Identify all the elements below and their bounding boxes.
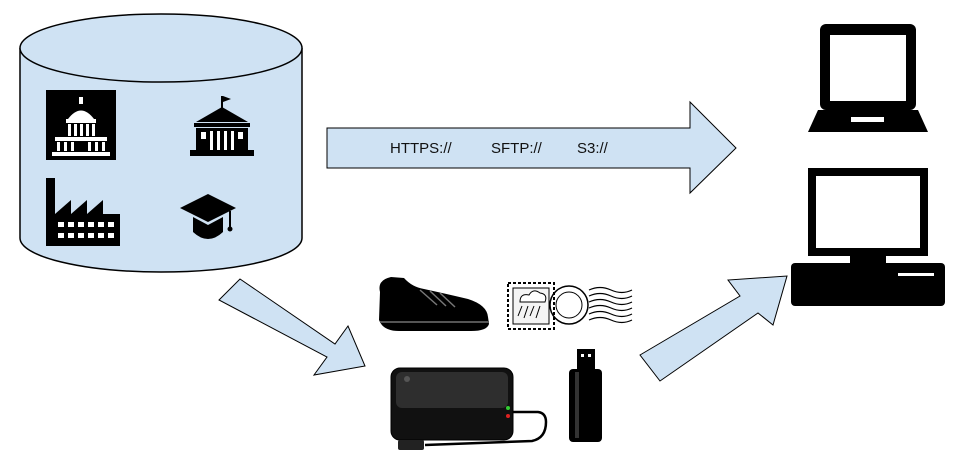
postage-stamp-icon [507,282,633,330]
museum-building-icon [190,96,254,156]
protocol-label-sftp: SFTP:// [491,140,543,157]
usb-flash-drive-icon [569,349,602,442]
graduation-cap-icon [180,194,236,239]
delivery-arrow-in [639,275,788,382]
capitol-building-icon [46,90,116,160]
network-transfer-arrow: HTTPS:// SFTP:// S3:// [326,100,737,195]
external-hard-drive-icon [390,367,548,450]
shipping-arrow-out [218,278,366,376]
laptop-icon [808,24,928,132]
shoe-icon [379,277,489,331]
desktop-computer-icon [791,168,945,306]
factory-icon [46,178,120,246]
protocol-label-s3: S3:// [577,140,609,157]
protocol-label-https: HTTPS:// [390,140,453,157]
